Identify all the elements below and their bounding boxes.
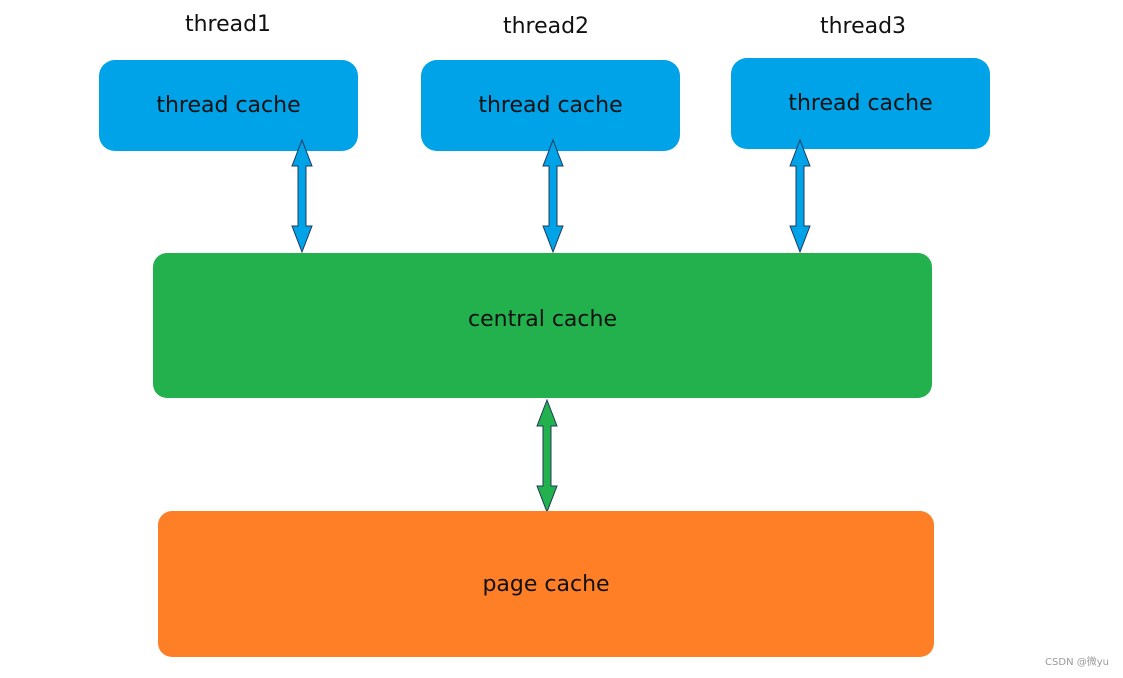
bidirectional-arrow-1 xyxy=(291,138,313,254)
thread2-label: thread2 xyxy=(502,14,590,39)
bidirectional-arrow-2 xyxy=(542,138,564,254)
thread-cache-label-1: thread cache xyxy=(156,93,301,118)
watermark: CSDN @微yu xyxy=(1045,657,1109,668)
bidirectional-arrow-3 xyxy=(789,138,811,254)
page-cache-label: page cache xyxy=(482,571,610,597)
bidirectional-arrow-4 xyxy=(536,398,558,514)
central-cache-box: central cache xyxy=(153,253,932,398)
thread-cache-label-2: thread cache xyxy=(478,93,623,118)
page-cache-box: page cache xyxy=(158,511,934,657)
thread-cache-label-3: thread cache xyxy=(788,91,933,116)
thread-cache-box-1: thread cache xyxy=(99,60,358,151)
thread-cache-box-2: thread cache xyxy=(421,60,680,151)
central-cache-label: central cache xyxy=(468,307,617,332)
thread3-label: thread3 xyxy=(819,14,907,39)
thread1-label: thread1 xyxy=(184,12,272,37)
thread-cache-box-3: thread cache xyxy=(731,58,990,149)
